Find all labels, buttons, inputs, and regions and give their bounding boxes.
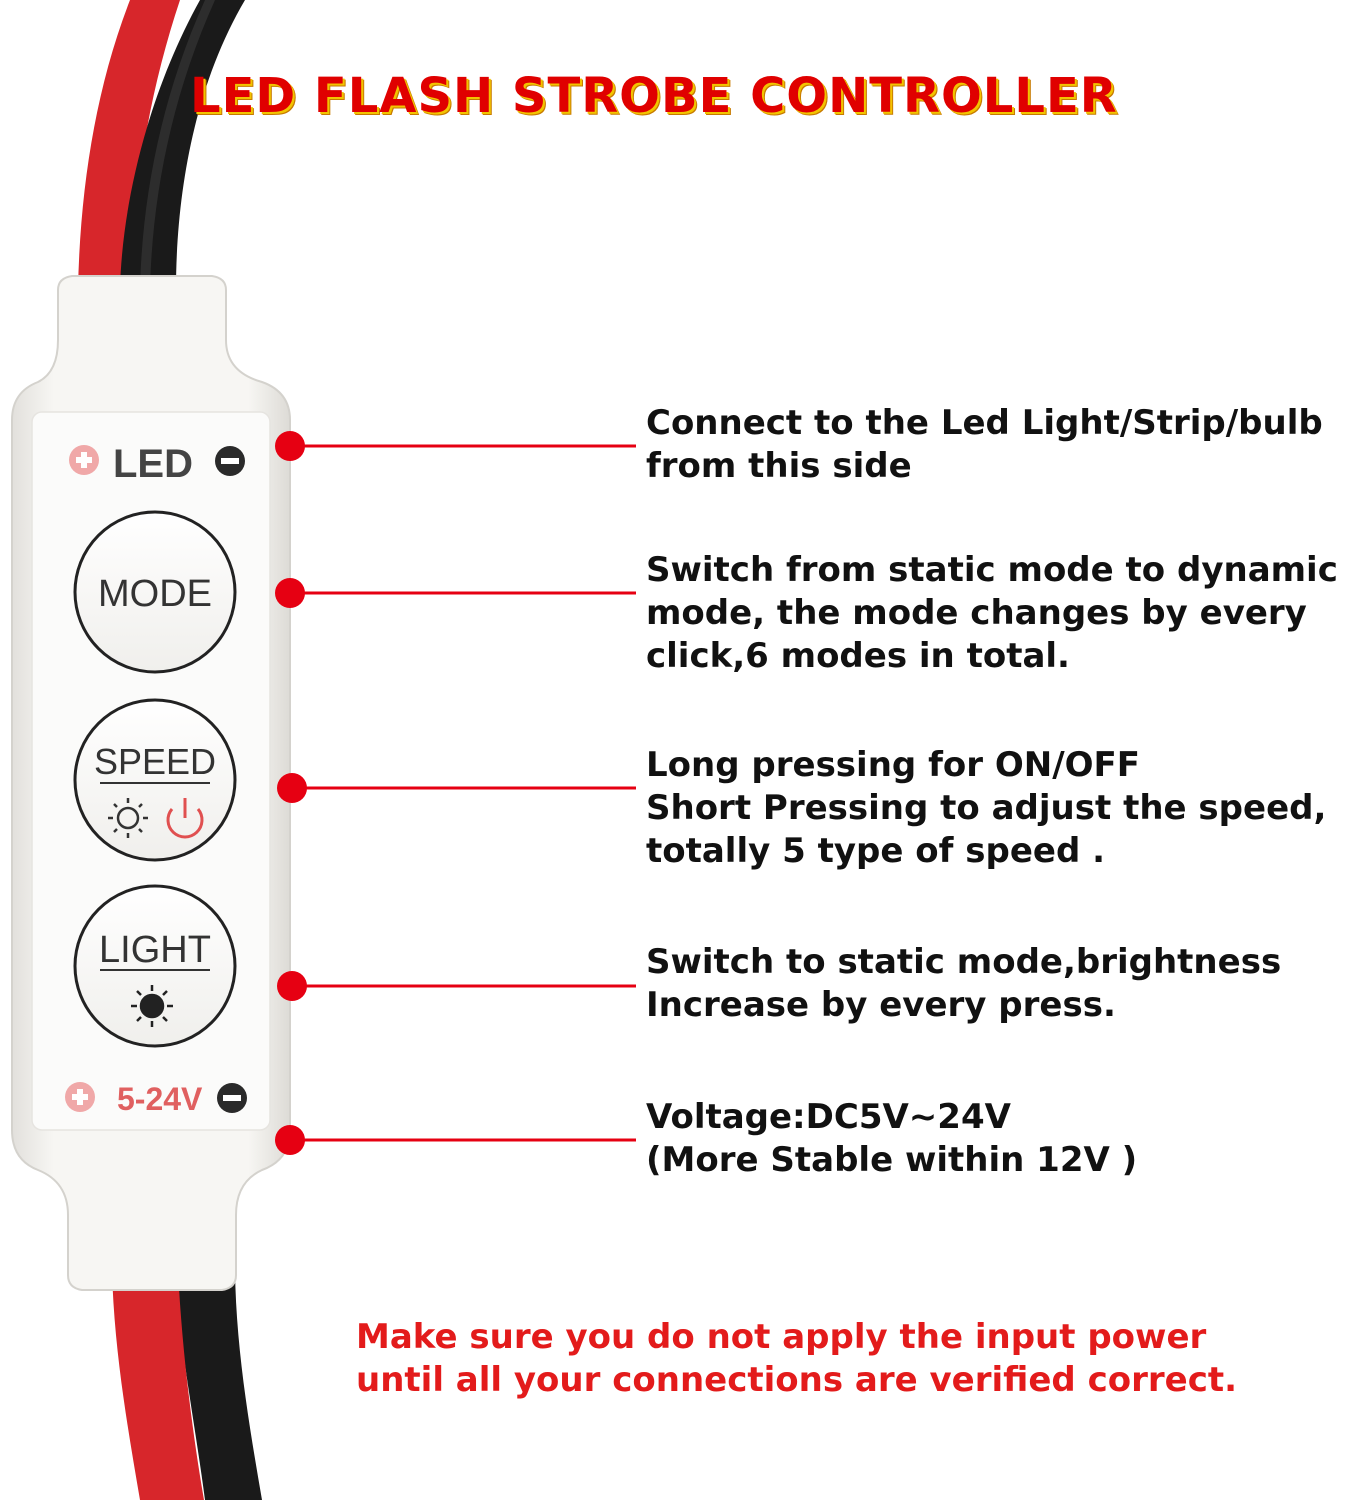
sun-filled-icon [131,985,173,1027]
pointer-5 [275,1125,636,1155]
callout-voltage: Voltage:DC5V~24V (More Stable within 12V… [646,1096,1137,1182]
callout-line: Switch to static mode,brightness [646,942,1282,982]
callout-light-button: Switch to static mode,brightness Increas… [646,941,1281,1027]
callout-line: click,6 modes in total. [646,636,1070,676]
top-wires [78,0,245,290]
red-wire-top [78,0,180,290]
pointer-4 [277,971,636,1001]
callout-line: Connect to the Led Light/Strip/bulb [646,403,1323,443]
callout-led-output: Connect to the Led Light/Strip/bulb from… [646,402,1323,488]
callout-pointers [275,431,636,1155]
page-title: LED FLASH STROBE CONTROLLER [190,68,1118,124]
speed-button-label: SPEED [94,741,216,782]
warning-line: Make sure you do not apply the input pow… [356,1317,1207,1357]
warning-line: until all your connections are verified … [356,1360,1238,1400]
pointer-3 [277,773,636,803]
safety-warning: Make sure you do not apply the input pow… [356,1316,1237,1402]
callout-line: Short Pressing to adjust the speed, [646,788,1327,828]
led-terminal-row: LED [69,442,245,486]
speed-button[interactable]: SPEED [73,698,237,862]
led-label: LED [113,442,193,486]
callout-line: from this side [646,446,912,486]
light-button-label: LIGHT [99,929,211,971]
callout-line: Switch from static mode to dynamic [646,550,1338,590]
black-wire-bottom [175,1270,262,1500]
pointer-2 [275,578,636,608]
callout-line: (More Stable within 12V ) [646,1140,1138,1180]
plus-icon [65,1082,95,1112]
callout-line: Long pressing for ON/OFF [646,745,1140,785]
power-icon [166,798,204,839]
red-wire-bottom [112,1270,204,1500]
minus-icon [217,1083,247,1113]
callout-line: Voltage:DC5V~24V [646,1097,1011,1137]
plus-icon [69,445,99,475]
power-terminal-row: 5-24V [65,1081,247,1117]
callout-mode-button: Switch from static mode to dynamic mode,… [646,549,1338,678]
pointer-1 [275,431,636,461]
sun-icon [108,798,148,838]
light-button[interactable]: LIGHT [73,884,237,1048]
minus-icon [215,446,245,476]
mode-button-label: MODE [98,573,212,615]
callout-line: mode, the mode changes by every [646,593,1307,633]
mode-button[interactable]: MODE [73,510,237,674]
callout-speed-button: Long pressing for ON/OFF Short Pressing … [646,744,1326,873]
callout-line: Increase by every press. [646,985,1116,1025]
bottom-wires [112,1270,262,1500]
callout-line: totally 5 type of speed . [646,831,1106,871]
voltage-label: 5-24V [117,1081,203,1117]
